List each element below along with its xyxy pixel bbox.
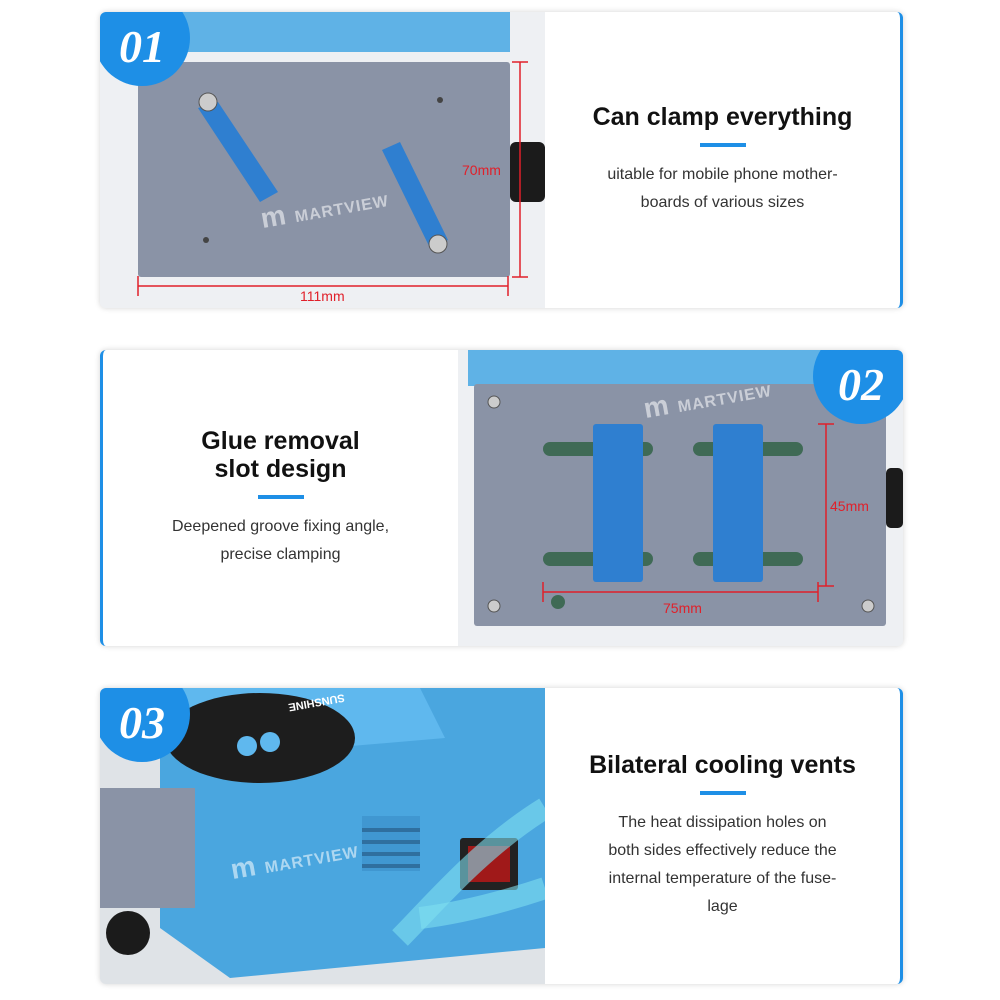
feature-text: Glue removal slot design Deepened groove… [103, 350, 458, 646]
feature-title: Bilateral cooling vents [589, 751, 856, 779]
feature-description: The heat dissipation holes on both sides… [608, 814, 837, 915]
width-dimension-label: 75mm [663, 600, 702, 616]
feature-description: Deepened groove fixing angle, precise cl… [171, 518, 390, 563]
title-underline [257, 495, 304, 499]
feature-description: uitable for mobile phone mother- boards … [607, 166, 838, 211]
feature-title: Can clamp everything [592, 103, 853, 131]
title-underline [699, 143, 746, 147]
title-underline [699, 791, 746, 795]
step-badge: 01 [100, 12, 190, 86]
feature-text: Can clamp everything uitable for mobile … [545, 12, 900, 308]
width-dimension-label: 111mm [300, 288, 345, 304]
slot-plate-illustration [458, 350, 903, 646]
feature-panel-2: Glue removal slot design Deepened groove… [100, 350, 903, 646]
feature-title: Glue removal slot design [201, 427, 360, 483]
step-badge: 02 [813, 350, 903, 424]
height-dimension-label: 45mm [830, 498, 869, 514]
feature-text: Bilateral cooling vents The heat dissipa… [545, 688, 900, 984]
height-dimension-label: 70mm [462, 162, 501, 178]
